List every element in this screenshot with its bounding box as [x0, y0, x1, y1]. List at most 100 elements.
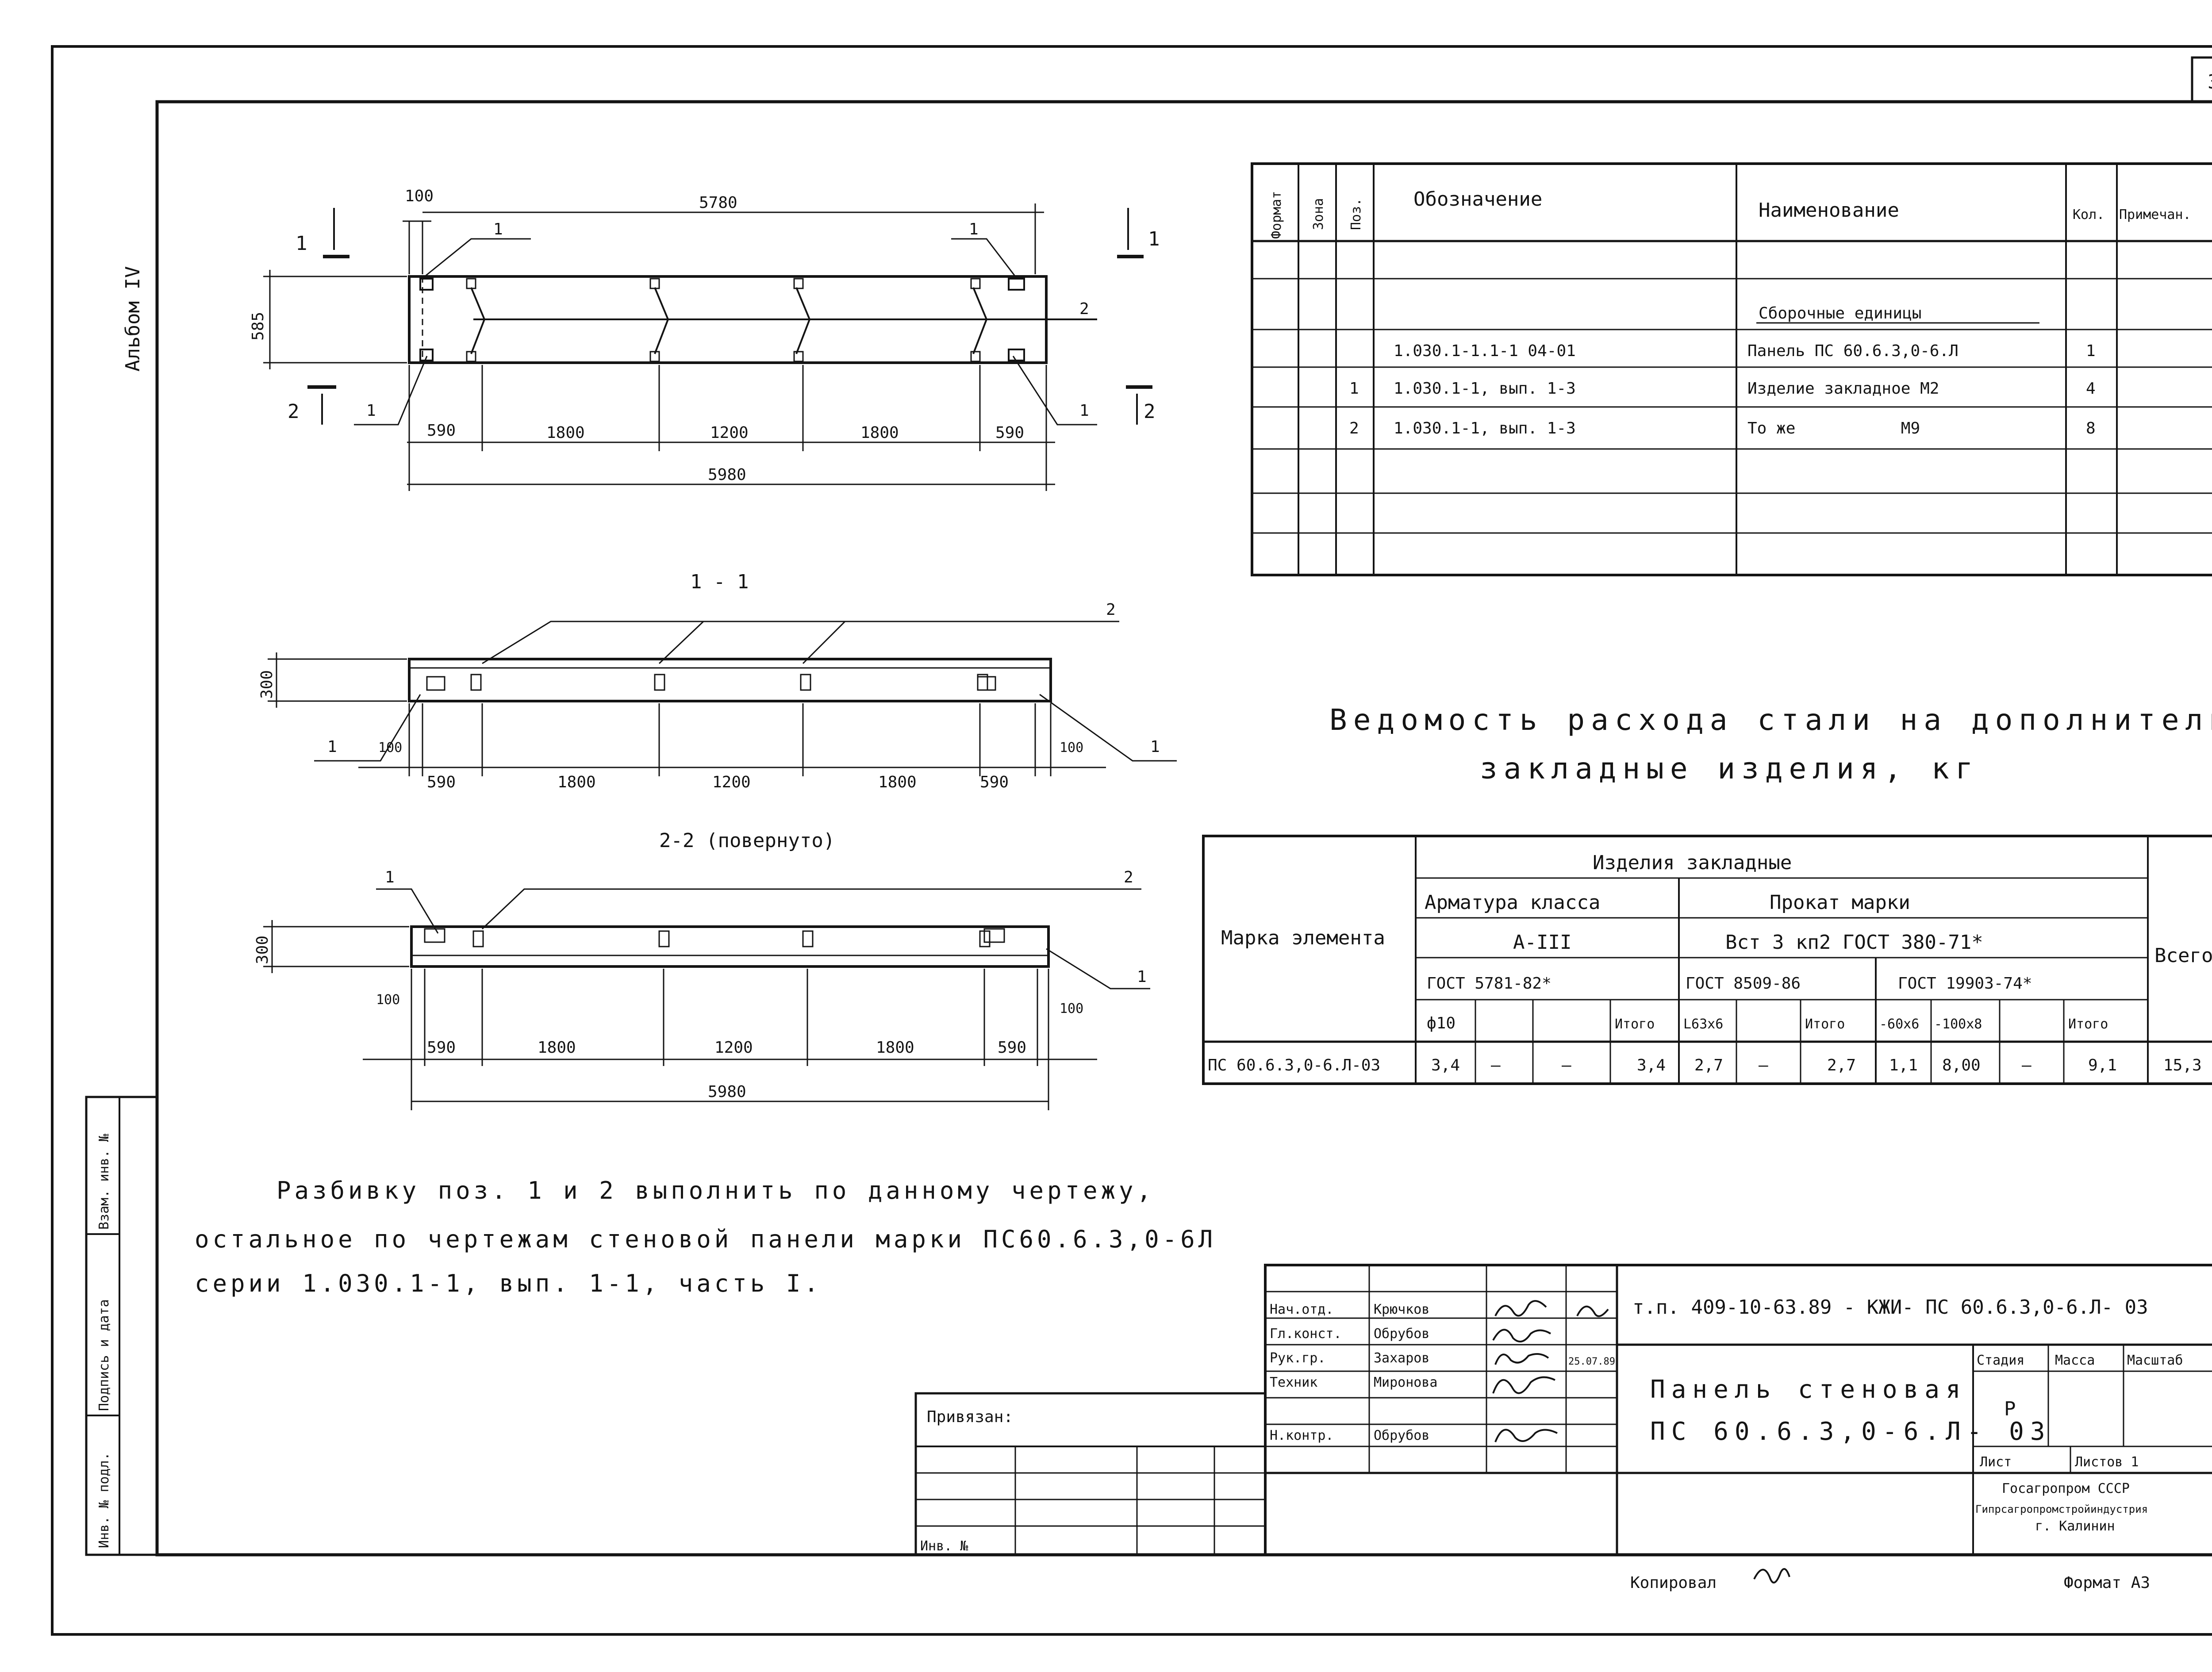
steel-header-total: Всего	[2154, 944, 2212, 967]
steel-sub-itogo-2: Итого	[1805, 1016, 1845, 1032]
tb-role-1: Нач.отд.	[1270, 1302, 1334, 1317]
page-number: 33	[2208, 71, 2212, 93]
section-1-callout-1-left: 1	[327, 738, 337, 756]
tb-mass-header: Масса	[2055, 1353, 2095, 1368]
steel-val-11: 9,1	[2088, 1056, 2117, 1074]
steel-sub-l63x6: L63x6	[1683, 1016, 1723, 1032]
section-2-dim-1800b: 1800	[876, 1039, 914, 1057]
section-1-dim-100-right: 100	[1060, 740, 1083, 755]
steel-sub-itogo-1: Итого	[1615, 1016, 1655, 1032]
plan-section-mark-2-right: 2	[1144, 400, 1156, 423]
spec-row-1-name: Панель ПС 60.6.3,0-6.Л	[1747, 342, 1959, 360]
plan-dim-590b: 590	[995, 424, 1024, 442]
section-2-dim-1200: 1200	[714, 1039, 753, 1057]
steel-row-mark: ПС 60.6.3,0-6.Л-03	[1208, 1056, 1380, 1074]
outer-frame	[51, 45, 2212, 1636]
spec-row-1-designation: 1.030.1-1.1-1 04-01	[1394, 342, 1576, 360]
tb-date: 25.07.89	[1568, 1356, 1615, 1367]
plan-callout-1-topleft: 1	[493, 220, 503, 238]
plan-dim-5780: 5780	[699, 194, 737, 212]
stamp-inv-podl: Инв. № подл.	[96, 1452, 112, 1548]
section-2-dim-100-right: 100	[1060, 1001, 1083, 1016]
steel-header-prokat: Прокат марки	[1770, 891, 1910, 914]
steel-val-2: —	[1491, 1056, 1501, 1074]
steel-header-mark: Марка элемента	[1221, 927, 1385, 949]
signature-2	[1492, 1329, 1551, 1342]
tb-name-line-1: Панель стеновая	[1650, 1375, 1967, 1404]
plan-dim-100: 100	[405, 187, 434, 205]
spec-header-format: Формат	[1269, 191, 1284, 239]
section-1-dim-590a: 590	[427, 773, 456, 791]
signature-5	[1494, 1429, 1558, 1442]
spec-header-note: Примечан.	[2119, 207, 2191, 222]
section-1-dim-590b: 590	[980, 773, 1009, 791]
steel-header-armatura: Арматура класса	[1425, 891, 1600, 914]
plan-dim-590a: 590	[427, 422, 456, 440]
section-1-title: 1 - 1	[690, 571, 749, 593]
section-2-title: 2-2 (повернуто)	[659, 829, 835, 852]
note-line-2: остальное по чертежам стеновой панели ма…	[195, 1225, 1216, 1253]
steel-val-8: 1,1	[1889, 1056, 1918, 1074]
plan-callout-1-bottomleft: 1	[366, 402, 376, 420]
steel-header-group: Изделия закладные	[1593, 851, 1792, 874]
spec-row-3-designation: 1.030.1-1, вып. 1-3	[1394, 419, 1576, 437]
section-1-1: 1 - 1 2 300 100 590 1800 1200 1800 590 1…	[258, 571, 1177, 791]
stamp-sign-date: Подпись и дата	[96, 1299, 112, 1411]
format-label: Формат А3	[2064, 1574, 2150, 1592]
plan-callout-1-topright: 1	[969, 220, 979, 238]
spec-header-pos: Поз.	[1348, 198, 1364, 230]
note-line-3: серии 1.030.1-1, вып. 1-1, часть I.	[195, 1269, 822, 1297]
section-1-callout-2: 2	[1106, 601, 1116, 619]
tb-name-6: Обрубов	[1374, 1428, 1429, 1443]
section-2-dim-1800a: 1800	[538, 1039, 576, 1057]
tb-org-1: Госагропром СССР	[2002, 1481, 2130, 1496]
steel-val-3: —	[1562, 1056, 1571, 1074]
steel-val-1: 3,4	[1431, 1056, 1460, 1074]
section-2-outline	[410, 925, 1050, 968]
page-number-box	[2191, 56, 2212, 103]
steel-val-6: —	[1759, 1056, 1768, 1074]
steel-sub-100x8: -100x8	[1934, 1016, 1982, 1032]
steel-sub-itogo-3: Итого	[2068, 1016, 2108, 1032]
tb-sheet-label: Лист	[1980, 1454, 2012, 1470]
section-1-dim-100-left: 100	[378, 740, 402, 755]
spec-row-1-qty: 1	[2086, 342, 2096, 360]
section-1-outline	[408, 658, 1052, 702]
steel-val-5: 2,7	[1694, 1056, 1723, 1074]
section-2-dim-100-left: 100	[376, 992, 400, 1008]
plan-dim-585: 585	[249, 312, 267, 341]
section-2-dim-590b: 590	[998, 1039, 1026, 1057]
spec-header-designation: Обозначение	[1413, 188, 1542, 211]
section-1-dim-1800a: 1800	[557, 773, 596, 791]
privyazan-label: Привязан:	[927, 1408, 1013, 1426]
section-1-callout-1-right: 1	[1150, 738, 1160, 756]
spec-header-qty: Кол.	[2073, 207, 2104, 222]
plan-dim-1800a: 1800	[546, 424, 585, 442]
copied-signature	[1753, 1568, 1790, 1584]
spec-row-2-qty: 4	[2086, 380, 2096, 398]
plan-callout-1-bottomright: 1	[1079, 402, 1089, 420]
tb-stage: Р	[2004, 1398, 2016, 1420]
tb-name-4: Миронова	[1374, 1375, 1438, 1390]
spec-header-name: Наименование	[1759, 199, 1899, 222]
tb-name-3: Захаров	[1374, 1350, 1429, 1366]
copied-label: Копировал	[1630, 1574, 1717, 1592]
plan-section-mark-2-left: 2	[288, 400, 300, 423]
section-1-dim-1200: 1200	[712, 773, 751, 791]
tb-scale-header: Масштаб	[2127, 1353, 2183, 1368]
stamp-vzam-inv: Взам. инв. №	[96, 1134, 112, 1230]
album-label: Альбом IV	[122, 266, 144, 372]
steel-val-4: 3,4	[1637, 1056, 1666, 1074]
spec-row-3-pos: 2	[1349, 419, 1359, 437]
signature-1	[1494, 1300, 1547, 1317]
section-2-callout-1-right: 1	[1137, 968, 1147, 986]
tb-org-3: г. Калинин	[2035, 1519, 2115, 1534]
plan-section-mark-1-left: 1	[296, 232, 307, 255]
title-block: Нач.отд. Гл.конст. Рук.гр. Техник Н.конт…	[1264, 1264, 2212, 1556]
steel-val-10: —	[2022, 1056, 2032, 1074]
plan-dim-1200: 1200	[710, 424, 749, 442]
plan-section-mark-1-right: 1	[1148, 228, 1160, 250]
signature-3	[1494, 1353, 1549, 1365]
plan-dim-1800b: 1800	[860, 424, 899, 442]
